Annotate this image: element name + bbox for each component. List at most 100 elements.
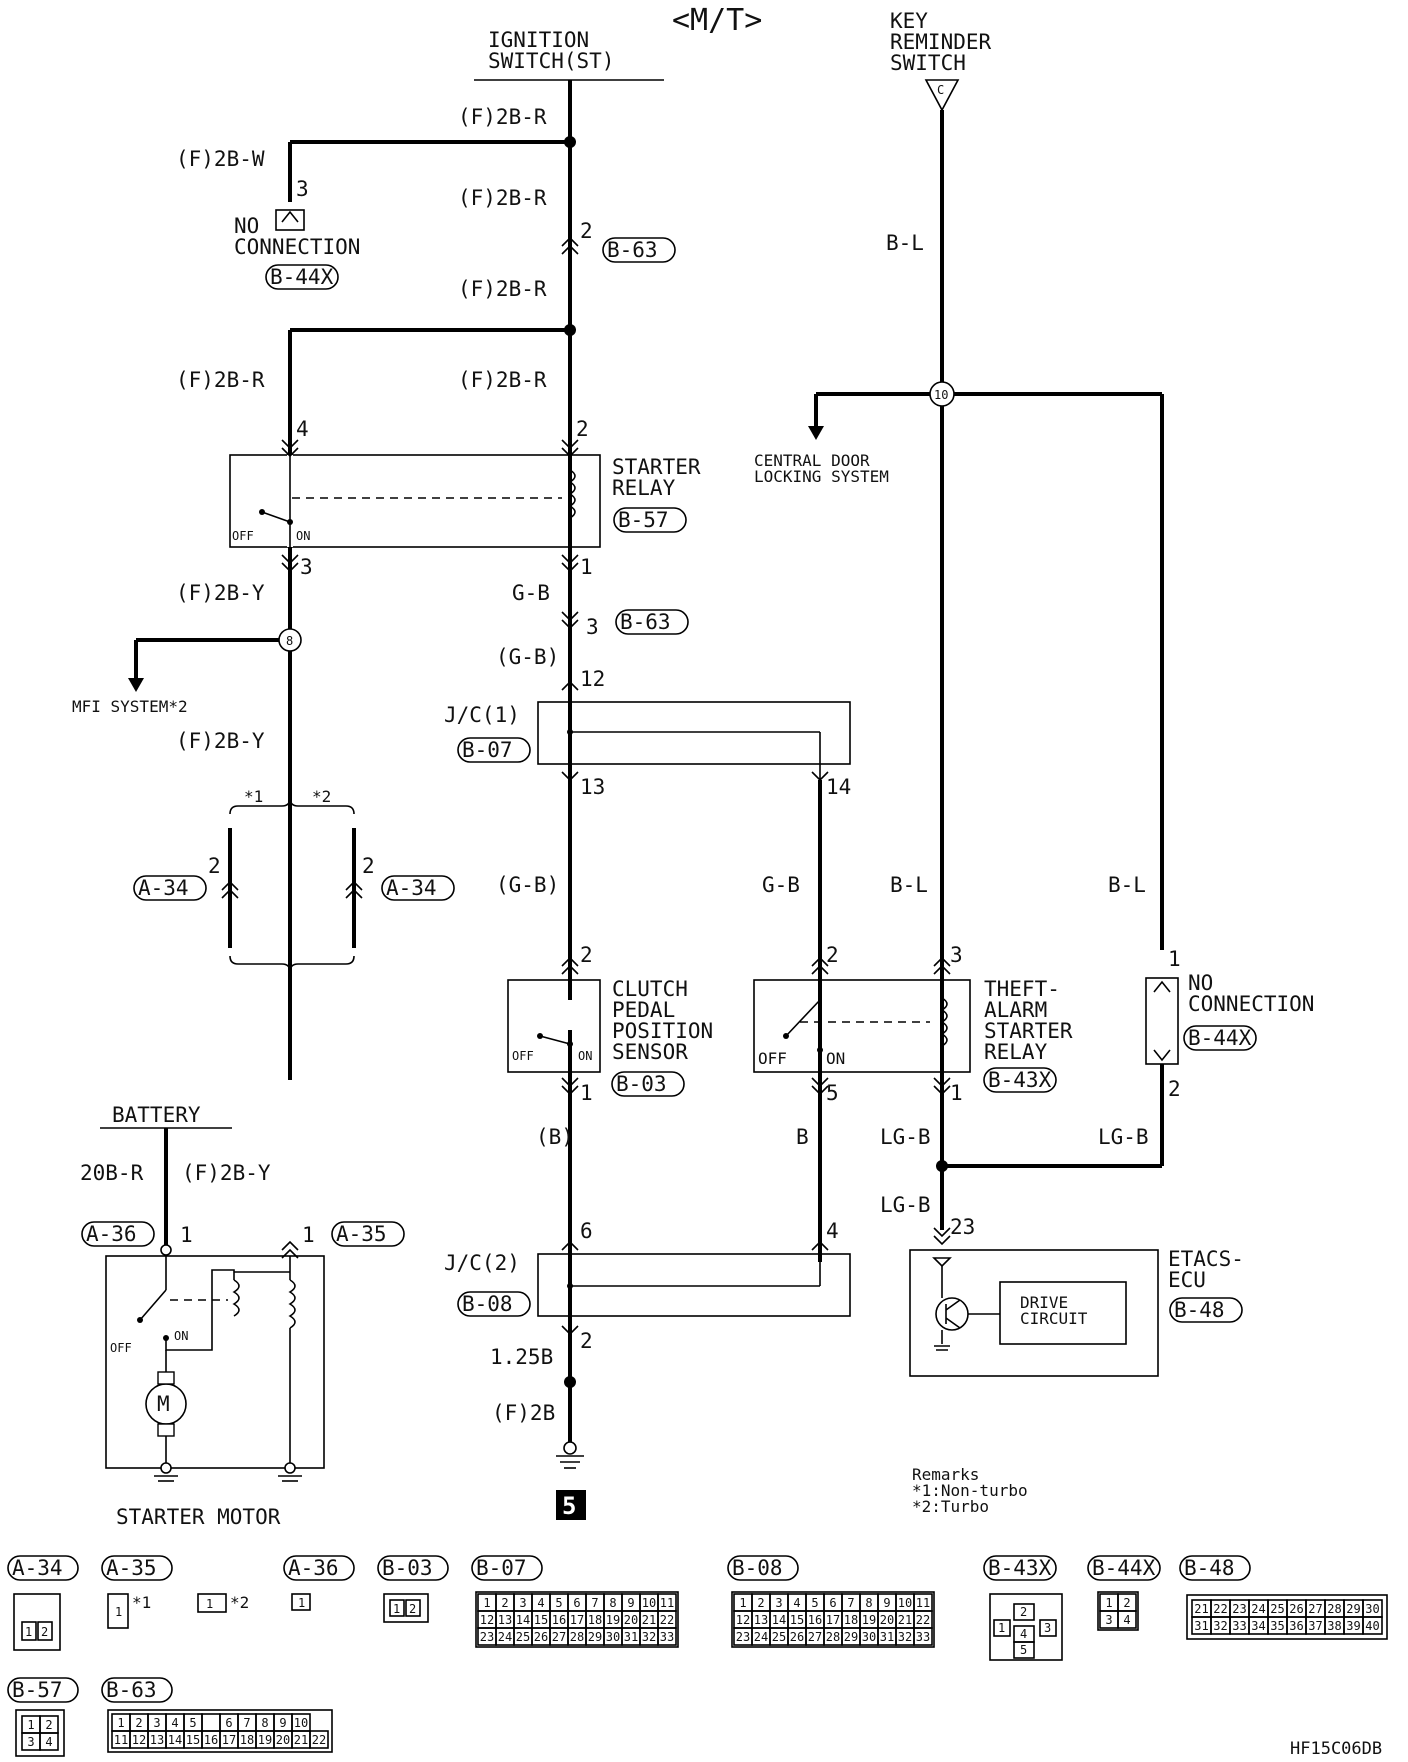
no-connection-right-arrow-down <box>1153 1049 1171 1062</box>
starter-on: ON <box>174 1329 188 1343</box>
pinout-pin-label: 1 <box>117 1716 124 1730</box>
pinout-pin-label: 21 <box>294 1733 308 1747</box>
b44x-tag-right: B-44X <box>1183 1025 1257 1051</box>
a36-tag: A-36 <box>81 1221 155 1247</box>
theft-relay-coil <box>940 997 948 1047</box>
a34-left-arrow <box>221 880 239 899</box>
pinout-pin-label: 6 <box>829 1596 836 1610</box>
starter-relay-box <box>229 454 601 548</box>
pinout-pin-label: 23 <box>736 1630 750 1644</box>
key-reminder-terminal <box>924 79 960 112</box>
junction-dot-ground <box>564 1376 576 1388</box>
wire-label-f2br-1: (F)2B-R <box>458 105 547 129</box>
branch-star1-label: *1 <box>244 787 263 806</box>
clutch-sensor-contact <box>567 1041 573 1047</box>
svg-text:5: 5 <box>1020 1643 1027 1657</box>
pin-theft-5: 5 <box>826 1081 839 1105</box>
pin-jc2-6: 6 <box>580 1219 593 1243</box>
relay-arrow-4 <box>281 439 299 458</box>
etacs-ecu-label: ETACS-ECU <box>1168 1247 1244 1292</box>
wire-label-f2br-4: (F)2B-R <box>176 368 265 392</box>
wire-label-bl-2: B-L <box>890 873 928 897</box>
ground-number: 5 <box>562 1492 576 1520</box>
starter-ground-left <box>154 1462 178 1482</box>
pin-etacs-23: 23 <box>950 1215 975 1239</box>
central-door-arrow <box>808 426 824 440</box>
theft-relay-blade <box>785 999 821 1037</box>
pinout-pin-label: 3 <box>519 1596 526 1610</box>
wire-label-bl-3: B-L <box>1108 873 1146 897</box>
etacs-ecu-box <box>909 1249 1159 1377</box>
starter-relay-pivot <box>259 509 265 515</box>
svg-text:B-48: B-48 <box>1174 1298 1225 1322</box>
mfi-arrow <box>128 678 144 692</box>
pinout-pin-label: 4 <box>171 1716 178 1730</box>
svg-text:2: 2 <box>41 1625 48 1639</box>
svg-text:B-57: B-57 <box>12 1678 63 1702</box>
b48-tag: B-48 <box>1169 1297 1243 1323</box>
pinout-pin-label: 20 <box>880 1613 894 1627</box>
svg-text:2: 2 <box>1020 1605 1027 1619</box>
wire-label-f2by-3: (F)2B-Y <box>182 1161 271 1185</box>
theft-arrow-1 <box>933 1077 951 1096</box>
wire-label-20br: 20B-R <box>80 1161 144 1185</box>
pinout-pin-label: 22 <box>1213 1602 1227 1616</box>
pinout-cell <box>657 1627 677 1646</box>
pinout-pin-label: 5 <box>189 1716 196 1730</box>
pin-a34-left-2: 2 <box>208 854 221 878</box>
theft-arrow-2 <box>811 956 829 975</box>
relay-arrow-3 <box>281 554 299 573</box>
svg-text:B-03: B-03 <box>616 1072 667 1096</box>
pinout-pin-label: 10 <box>642 1596 656 1610</box>
svg-text:A-34: A-34 <box>386 876 437 900</box>
pinout-pin-label: 8 <box>609 1596 616 1610</box>
svg-text:1: 1 <box>298 1596 305 1610</box>
pinout-cell <box>1117 1610 1137 1629</box>
starter-relay-contact <box>287 519 293 525</box>
etacs-arrow-23 <box>933 1227 951 1246</box>
pinout-pin-label: 23 <box>480 1630 494 1644</box>
jc1-box <box>537 701 851 765</box>
pinout-pin-label: 34 <box>1251 1619 1265 1633</box>
pinout-pin-label: 18 <box>844 1613 858 1627</box>
a34-tag-right: A-34 <box>381 875 455 901</box>
ground-number-box <box>556 1490 586 1520</box>
jc2-arrow-4 <box>811 1240 829 1251</box>
pin-relay-2: 2 <box>576 417 589 441</box>
pinout-pin-label: 28 <box>570 1630 584 1644</box>
starter-motor-box <box>105 1255 325 1469</box>
pinout-pin-label: 10 <box>898 1596 912 1610</box>
svg-text:B-63: B-63 <box>620 610 671 634</box>
wire-label-b: B <box>796 1125 809 1149</box>
pinout-pin-label: 2 <box>135 1716 142 1730</box>
svg-text:4: 4 <box>1020 1627 1027 1641</box>
jc2-arrow-2 <box>561 1325 579 1336</box>
pinout-pin-label: 11 <box>114 1733 128 1747</box>
b07-tag: B-07 <box>457 737 531 763</box>
pin-b63-2: 2 <box>580 219 593 243</box>
pin-a36-1: 1 <box>180 1223 193 1247</box>
no-connection-right-arrow-up <box>1153 980 1171 993</box>
pinout-pin-label: 7 <box>243 1716 250 1730</box>
pinout-pin-label: 14 <box>168 1733 182 1747</box>
pinout-pin-label: 3 <box>1105 1613 1112 1627</box>
svg-text:1: 1 <box>998 1621 1005 1635</box>
pin-clutch-1: 1 <box>580 1081 593 1105</box>
pinout-cell <box>309 1730 329 1749</box>
starter-switch-blade <box>139 1289 167 1321</box>
clutch-arrow-1 <box>561 1077 579 1096</box>
pinout-pin-label: 25 <box>1270 1602 1284 1616</box>
pinout-pin-label: 7 <box>591 1596 598 1610</box>
jc2-label: J/C(2) <box>444 1251 520 1275</box>
relay-arrow-2 <box>561 439 579 458</box>
b63-tag-1: B-63 <box>602 237 676 263</box>
